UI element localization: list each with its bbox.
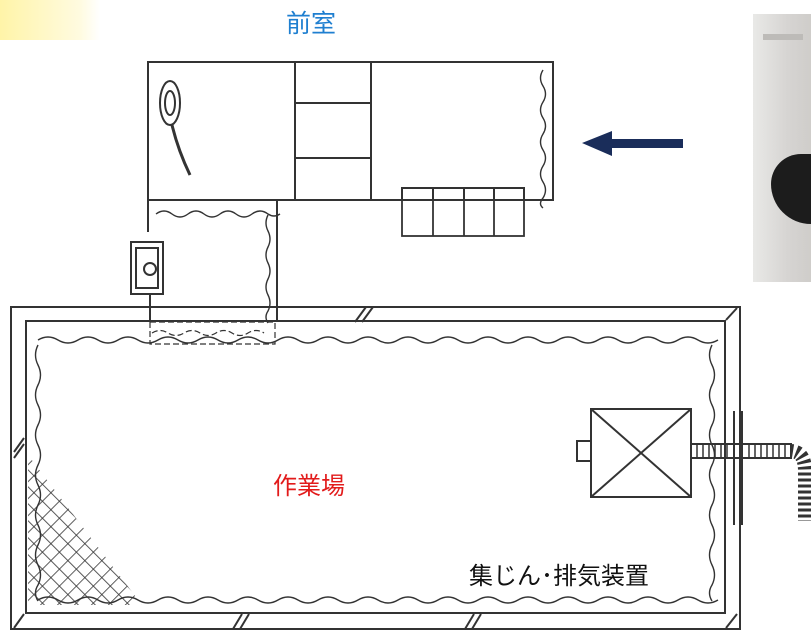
corner-highlight	[0, 0, 100, 40]
exhaust-hose	[789, 444, 811, 521]
x-box-icon	[576, 408, 692, 498]
connector-curtain	[155, 210, 281, 324]
work-area-curtain	[34, 336, 719, 604]
photo-subject	[771, 154, 811, 224]
dust-collector-label: 集じん･排気装置	[469, 562, 649, 590]
exhaust-duct	[690, 411, 792, 525]
shower-icon	[159, 80, 192, 176]
left-arrow-icon	[582, 131, 683, 156]
front-room-outline	[147, 61, 554, 201]
photo-detail	[763, 34, 803, 40]
exhaust-duct-ribs	[696, 444, 786, 458]
connector-passage	[149, 321, 276, 345]
work-area-label: 作業場	[273, 472, 345, 500]
connector-chamber	[130, 200, 278, 322]
work-area-walls	[10, 306, 741, 630]
photo-inset	[753, 14, 811, 282]
front-room-curtain	[539, 69, 547, 209]
front-room-label: 前室	[286, 9, 337, 38]
hatched-region	[28, 455, 142, 605]
locker-row	[401, 187, 525, 237]
